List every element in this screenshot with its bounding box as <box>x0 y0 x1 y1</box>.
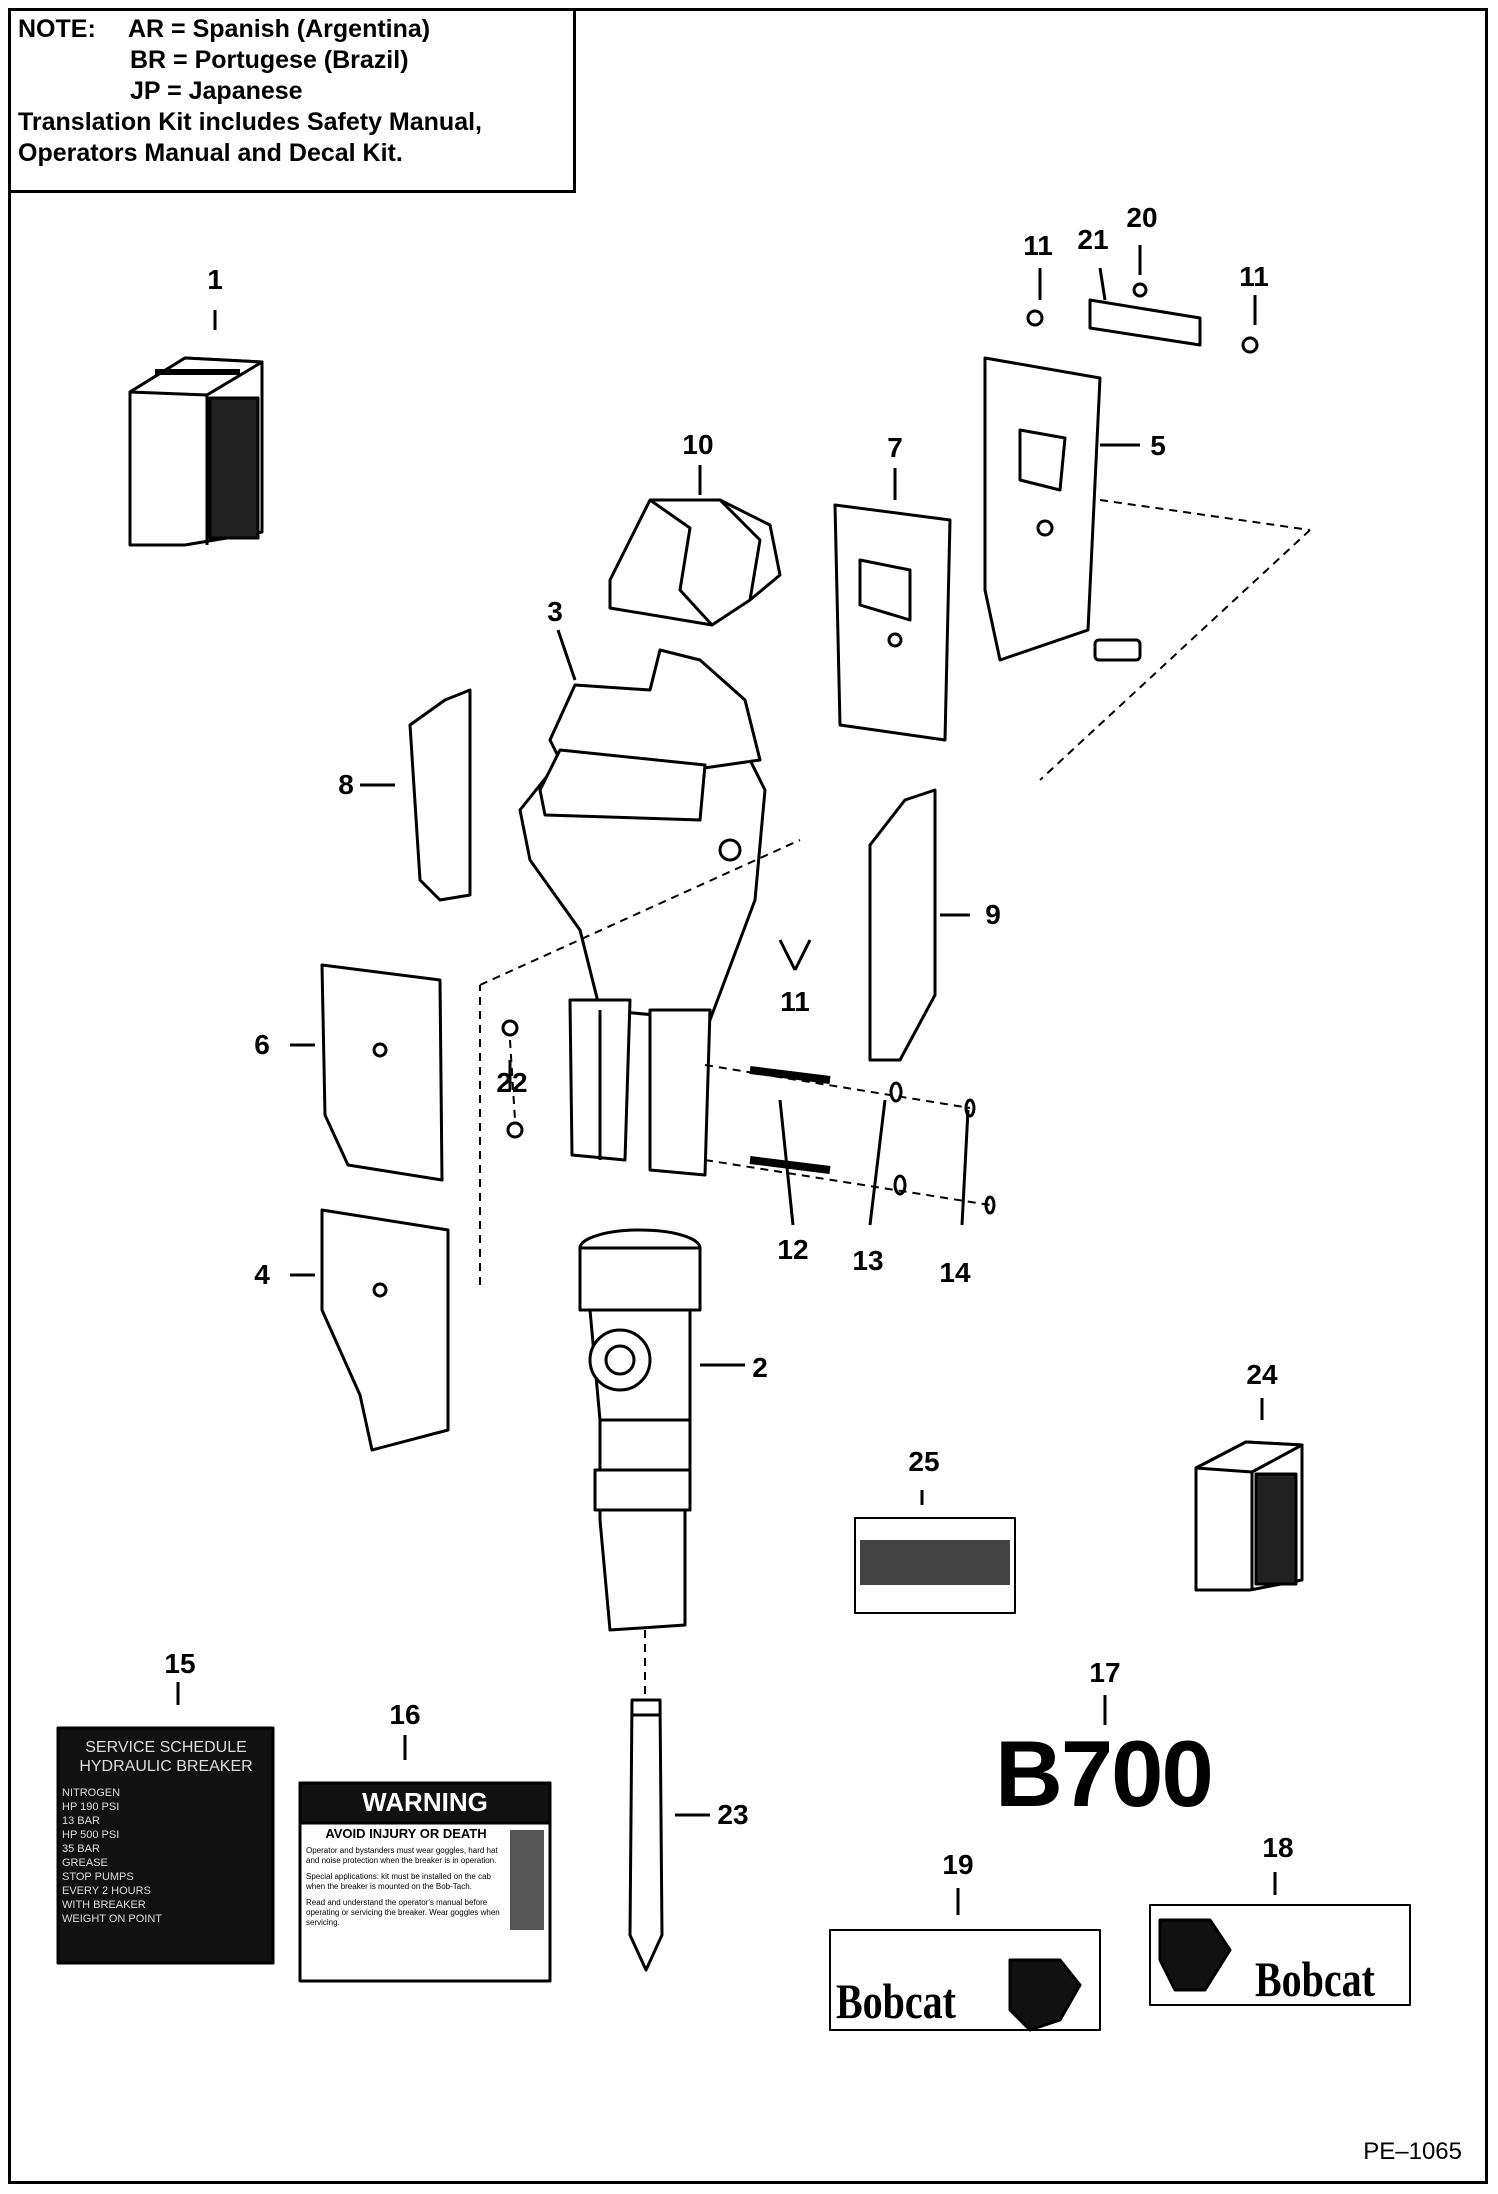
parts-12-13-14-fasteners <box>501 1019 996 1215</box>
callout-7: 7 <box>887 432 903 463</box>
decal-16-warning <box>298 1781 552 1983</box>
service-line: HP 190 PSI <box>62 1801 120 1813</box>
decal-15-service-schedule <box>56 1726 275 1965</box>
decal-25 <box>854 1517 1016 1614</box>
part-5-back-plate <box>983 356 1311 781</box>
service-line: WITH BREAKER <box>62 1899 146 1911</box>
drawing-number: PE–1065 <box>1363 2138 1462 2165</box>
part-2-breaker <box>578 1228 702 1700</box>
note-line-2: BR = Portugese (Brazil) <box>130 46 409 74</box>
callout-6: 6 <box>254 1029 270 1060</box>
callout-11: 11 <box>1239 261 1269 292</box>
callout-3: 3 <box>547 596 563 627</box>
callout-25: 25 <box>908 1446 940 1477</box>
callout-18: 18 <box>1262 1832 1294 1863</box>
callout-1: 1 <box>207 264 223 295</box>
callout-24: 24 <box>1246 1359 1278 1390</box>
note-line-3: JP = Japanese <box>130 77 303 105</box>
callout-21: 21 <box>1077 224 1109 255</box>
service-line: HP 500 PSI <box>62 1829 120 1841</box>
part-7-rear-plate <box>833 503 952 742</box>
callout-10: 10 <box>682 429 714 460</box>
service-line: STOP PUMPS <box>62 1871 134 1883</box>
callout-8: 8 <box>338 769 354 800</box>
brand-decal-18: Bobcat <box>1255 1951 1375 2007</box>
warning-title: AVOID INJURY OR DEATH <box>325 1826 487 1841</box>
brand-decal-19: Bobcat <box>836 1973 956 2029</box>
service-line: GREASE <box>62 1857 108 1869</box>
service-line: EVERY 2 HOURS <box>62 1885 151 1897</box>
callout-2: 2 <box>752 1352 768 1383</box>
note-box: NOTE: AR = Spanish (Argentina) BR = Portu… <box>8 8 576 193</box>
part-9-right-plate <box>868 788 937 1062</box>
warning-header: WARNING <box>362 1787 488 1817</box>
callout-17: 17 <box>1089 1657 1121 1688</box>
drawing-border <box>8 8 1488 2184</box>
callout-13: 13 <box>852 1245 884 1276</box>
part-8-left-plate <box>408 688 472 902</box>
service-schedule-decal: SERVICE SCHEDULE HYDRAULIC BREAKER NITRO… <box>62 1738 270 1926</box>
callout-16: 16 <box>389 1699 421 1730</box>
part-3-housing <box>518 648 767 1177</box>
warning-line: Operator and bystanders must wear goggle… <box>306 1846 498 1865</box>
warning-body: Operator and bystanders must wear goggle… <box>306 1846 506 1928</box>
part-4-lower-plate <box>320 839 801 1452</box>
callout-9: 9 <box>985 899 1001 930</box>
part-23-chisel <box>628 1698 664 1972</box>
callout-22: 22 <box>496 1067 528 1098</box>
model-decal-b700: B700 <box>995 1721 1214 1826</box>
part-1-manual <box>128 356 264 547</box>
callout-19: 19 <box>942 1849 974 1880</box>
callout-14: 14 <box>939 1257 971 1288</box>
part-6-front-plate <box>320 963 444 1182</box>
note-line-4: Translation Kit includes Safety Manual, <box>18 108 482 136</box>
warning-line: Special applications: kit must be instal… <box>306 1872 491 1891</box>
part-24-manual <box>1194 1440 1304 1592</box>
callout-leaders <box>176 245 1277 1915</box>
callout-23: 23 <box>717 1799 749 1830</box>
callout-11: 11 <box>780 986 810 1017</box>
callout-12: 12 <box>777 1234 809 1265</box>
service-line: 35 BAR <box>62 1843 100 1855</box>
note-line-5: Operators Manual and Decal Kit. <box>18 139 403 167</box>
service-line: WEIGHT ON POINT <box>62 1913 163 1925</box>
part-10-top-cover <box>608 498 782 627</box>
service-title-2: HYDRAULIC BREAKER <box>79 1758 253 1775</box>
service-line: NITROGEN <box>62 1787 121 1799</box>
bobcat-head-icon <box>1158 1918 1232 1992</box>
note-label: NOTE: <box>18 15 96 43</box>
callout-5: 5 <box>1150 430 1166 461</box>
part-21-pin <box>1026 282 1259 354</box>
callout-15: 15 <box>164 1648 196 1679</box>
callout-11: 11 <box>1023 230 1053 261</box>
service-line: 13 BAR <box>62 1815 100 1827</box>
service-title-1: SERVICE SCHEDULE <box>85 1739 247 1756</box>
note-line-1: AR = Spanish (Argentina) <box>128 15 431 43</box>
callout-4: 4 <box>254 1259 270 1290</box>
bobcat-head-icon <box>1008 1958 1082 2032</box>
warning-line: Read and understand the operator's manua… <box>306 1898 500 1927</box>
callout-20: 20 <box>1126 202 1158 233</box>
